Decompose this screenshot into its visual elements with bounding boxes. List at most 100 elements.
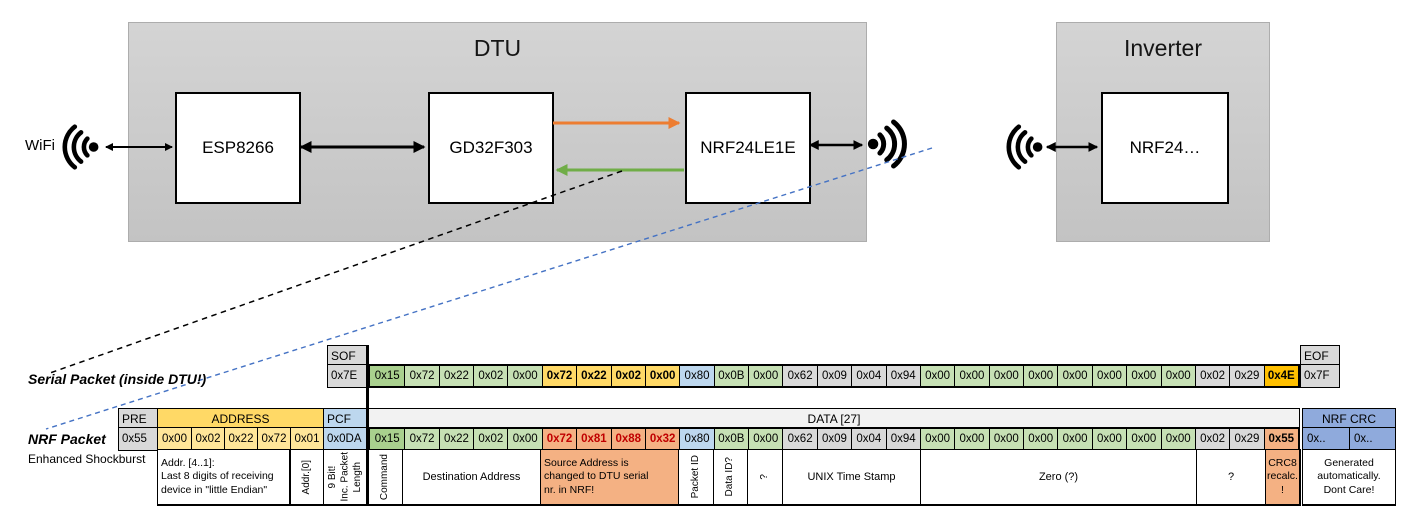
- address-header: ADDRESS: [157, 408, 324, 429]
- nrf-packet-label: NRF Packet: [28, 431, 106, 447]
- annotation-address-0: Addr.[0]: [290, 449, 324, 506]
- eof-value: 0x7F: [1300, 364, 1340, 388]
- pcf-header: PCF: [323, 408, 369, 429]
- byte-cell: 0x72: [541, 366, 577, 386]
- esp8266-box: ESP8266: [175, 92, 301, 204]
- byte-cell: 0x02: [473, 429, 508, 449]
- annotation-data-id-text: Data ID?: [724, 457, 736, 497]
- annotation-unknown-1-text: ?: [758, 474, 770, 480]
- byte-cell: 0x00: [1160, 366, 1195, 386]
- byte-cell: 0x09: [816, 429, 852, 449]
- byte-cell: 0x72: [404, 366, 439, 386]
- byte-cell: 0x00: [988, 366, 1024, 386]
- byte-cell: 0x22: [224, 428, 257, 450]
- byte-cell: 0x04: [851, 366, 886, 386]
- byte-cell: 0x00: [644, 366, 680, 386]
- byte-cell: 0x15: [370, 366, 405, 386]
- serial-packet-label: Serial Packet (inside DTU!): [28, 371, 207, 387]
- byte-cell: 0x15: [370, 429, 405, 449]
- annotation-packet-id-text: Packet ID: [689, 455, 701, 499]
- data-header: DATA [27]: [368, 408, 1300, 429]
- byte-cell: 0x02: [1194, 366, 1230, 386]
- byte-cell: 0x80: [679, 429, 714, 449]
- byte-cell: 0x00: [748, 366, 783, 386]
- annotation-unix-timestamp: UNIX Time Stamp: [782, 449, 921, 506]
- byte-cell: 0x00: [954, 429, 989, 449]
- byte-cell: 0x00: [1091, 429, 1127, 449]
- byte-cell: 0x00: [507, 366, 542, 386]
- annotation-data-id: Data ID?: [713, 449, 748, 506]
- byte-cell: 0x62: [782, 366, 817, 386]
- annotation-packet-id: Packet ID: [678, 449, 714, 506]
- byte-cell: 0x00: [507, 429, 542, 449]
- byte-cell: 0x09: [816, 366, 852, 386]
- pcf-value: 0x0DA: [323, 427, 369, 451]
- byte-cell: 0x..: [1349, 428, 1395, 450]
- esp8266-label: ESP8266: [202, 138, 274, 157]
- byte-cell: 0x22: [576, 366, 611, 386]
- byte-cell: 0x00: [919, 429, 955, 449]
- byte-cell: 0x00: [1057, 366, 1092, 386]
- annotation-crc8-recalc: CRC8 recalc. !: [1265, 449, 1301, 506]
- byte-cell: 0x22: [438, 429, 474, 449]
- inverter-nrf24-box: NRF24…: [1101, 92, 1229, 204]
- byte-cell: 0x29: [1229, 429, 1264, 449]
- byte-cell: 0x72: [541, 429, 577, 449]
- dtu-title: DTU: [473, 35, 522, 61]
- table-divider-line: [366, 345, 369, 506]
- byte-cell: 0x0B: [713, 366, 749, 386]
- byte-cell: 0x02: [191, 428, 224, 450]
- byte-cell: 0x62: [782, 429, 817, 449]
- byte-cell: 0x94: [885, 366, 920, 386]
- byte-cell: 0x01: [290, 428, 323, 450]
- byte-cell: 0x00: [1126, 366, 1161, 386]
- byte-cell: 0x55: [1263, 429, 1298, 449]
- byte-cell: 0x94: [885, 429, 920, 449]
- sof-value: 0x7E: [327, 364, 368, 388]
- byte-cell: 0x00: [1126, 429, 1161, 449]
- pre-value: 0x55: [118, 427, 158, 451]
- byte-cell: 0x00: [954, 366, 989, 386]
- byte-cell: 0x81: [576, 429, 611, 449]
- annotation-pcf-text: 9 Bit! Inc. Packet Length: [327, 452, 364, 502]
- byte-cell: 0x02: [610, 366, 645, 386]
- byte-cell: 0x00: [1057, 429, 1092, 449]
- annotation-address-0-text: Addr.[0]: [300, 459, 312, 495]
- annotation-pcf-9bit: 9 Bit! Inc. Packet Length: [323, 449, 369, 506]
- nrf24le1e-box: NRF24LE1E: [685, 92, 811, 204]
- annotation-command-text: Command: [379, 453, 391, 501]
- wifi-icon-left: [62, 124, 99, 170]
- byte-cell: 0x00: [1091, 366, 1127, 386]
- annotation-destination-address: Destination Address: [402, 449, 541, 506]
- annotation-crc-generated: Generated automatically. Dont Care!: [1302, 449, 1396, 506]
- nrf-crc-bytes: 0x..0x..: [1302, 427, 1396, 451]
- byte-cell: 0x22: [438, 366, 474, 386]
- nrf24le1e-label: NRF24LE1E: [700, 138, 796, 157]
- annotation-unknown-1: ?: [747, 449, 783, 506]
- pre-header: PRE: [118, 408, 158, 429]
- byte-cell: 0x29: [1229, 366, 1264, 386]
- byte-cell: 0x00: [988, 429, 1024, 449]
- byte-cell: 0x04: [851, 429, 886, 449]
- sof-header: SOF: [327, 345, 368, 366]
- byte-cell: 0x4E: [1263, 366, 1298, 386]
- byte-cell: 0x00: [158, 428, 191, 450]
- byte-cell: 0x88: [610, 429, 645, 449]
- annotation-command: Command: [368, 449, 403, 506]
- byte-cell: 0x02: [1194, 429, 1230, 449]
- byte-cell: 0x32: [644, 429, 680, 449]
- byte-cell: 0x0B: [713, 429, 749, 449]
- wifi-label: WiFi: [25, 137, 55, 154]
- annotation-address-4-1: Addr. [4..1]: Last 8 digits of receiving…: [157, 449, 290, 506]
- byte-cell: 0x00: [1023, 429, 1058, 449]
- annotation-source-address: Source Address is changed to DTU serial …: [540, 449, 679, 506]
- gd32f303-box: GD32F303: [428, 92, 554, 204]
- wifi-icon-inverter-radio: [1006, 124, 1043, 170]
- annotation-unknown-2: ?: [1196, 449, 1266, 506]
- byte-cell: 0x00: [1023, 366, 1058, 386]
- annotation-zero: Zero (?): [920, 449, 1197, 506]
